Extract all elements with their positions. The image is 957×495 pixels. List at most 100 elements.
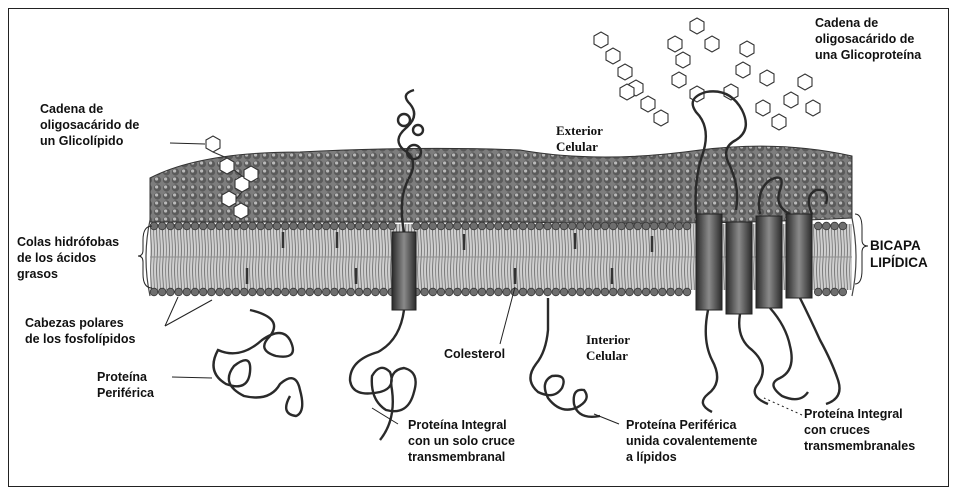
phospholipid-head	[601, 288, 609, 296]
phospholipid-head	[331, 222, 339, 230]
hydrophobic-tails-label: Colas hidrófobas de los ácidos grasos	[17, 234, 119, 282]
phospholipid-head	[281, 288, 289, 296]
phospholipid-head	[347, 288, 355, 296]
phospholipid-head	[355, 288, 363, 296]
phospholipid-head	[240, 222, 248, 230]
phospholipid-head	[290, 288, 298, 296]
phospholipid-head	[429, 222, 437, 230]
phospholipid-head	[839, 222, 847, 230]
phospholipid-head	[577, 288, 585, 296]
exterior-label: Exterior Celular	[556, 123, 603, 155]
phospholipid-head	[224, 222, 232, 230]
phospholipid-head	[339, 222, 347, 230]
phospholipid-head	[183, 288, 191, 296]
single-pass-protein-label: Proteína Integral con un solo cruce tran…	[408, 417, 515, 465]
peripheral-protein	[214, 310, 303, 416]
phospholipid-head	[158, 222, 166, 230]
phospholipid-head	[216, 288, 224, 296]
phospholipid-head	[339, 288, 347, 296]
phospholipid-head	[306, 288, 314, 296]
phospholipid-head	[437, 222, 445, 230]
phospholipid-head	[462, 288, 470, 296]
phospholipid-head	[478, 222, 486, 230]
phospholipid-head	[659, 288, 667, 296]
phospholipid-head	[568, 222, 576, 230]
phospholipid-head	[216, 222, 224, 230]
phospholipid-head	[191, 222, 199, 230]
phospholipid-head	[593, 222, 601, 230]
phospholipid-head	[306, 222, 314, 230]
phospholipid-head	[642, 288, 650, 296]
phospholipid-head	[224, 288, 232, 296]
phospholipid-head	[167, 288, 175, 296]
phospholipid-head	[552, 288, 560, 296]
glycoprotein-oligosaccharide-chains	[594, 18, 820, 130]
phospholipid-head	[839, 288, 847, 296]
phospholipid-head	[626, 222, 634, 230]
phospholipid-head	[347, 222, 355, 230]
phospholipid-head	[363, 222, 371, 230]
phospholipid-head	[437, 288, 445, 296]
phospholipid-head	[331, 288, 339, 296]
phospholipid-head	[445, 288, 453, 296]
phospholipid-head	[298, 288, 306, 296]
phospholipid-head	[249, 222, 257, 230]
interior-label: Interior Celular	[586, 332, 630, 364]
phospholipid-head	[495, 222, 503, 230]
phospholipid-head	[240, 288, 248, 296]
phospholipid-head	[585, 222, 593, 230]
phospholipid-head	[175, 222, 183, 230]
phospholipid-head	[232, 222, 240, 230]
bilayer-label: BICAPA LIPÍDICA	[870, 237, 928, 271]
phospholipid-head	[634, 222, 642, 230]
phospholipid-head	[552, 222, 560, 230]
phospholipid-head	[191, 288, 199, 296]
phospholipid-head	[478, 288, 486, 296]
phospholipid-head	[281, 222, 289, 230]
phospholipid-head	[634, 288, 642, 296]
phospholipid-head	[659, 222, 667, 230]
phospholipid-head	[199, 222, 207, 230]
phospholipid-head	[650, 222, 658, 230]
phospholipid-head	[298, 222, 306, 230]
phospholipid-head	[208, 288, 216, 296]
glycoprotein-chain-label: Cadena de oligosacárido de una Glicoprot…	[815, 15, 921, 63]
phospholipid-head	[175, 288, 183, 296]
phospholipid-head	[527, 222, 535, 230]
phospholipid-head	[380, 288, 388, 296]
phospholipid-head	[454, 288, 462, 296]
outer-leaflet-surface	[150, 146, 852, 223]
phospholipid-head	[831, 222, 839, 230]
phospholipid-head	[560, 288, 568, 296]
phospholipid-head	[421, 288, 429, 296]
phospholipid-head	[322, 288, 330, 296]
phospholipid-head	[536, 288, 544, 296]
phospholipid-head	[486, 222, 494, 230]
phospholipid-head	[372, 222, 380, 230]
phospholipid-head	[814, 288, 822, 296]
phospholipid-head	[823, 288, 831, 296]
phospholipid-head	[363, 288, 371, 296]
phospholipid-head	[265, 288, 273, 296]
phospholipid-head	[208, 222, 216, 230]
cholesterol-label: Colesterol	[444, 346, 505, 362]
phospholipid-head	[544, 222, 552, 230]
phospholipid-head	[150, 288, 158, 296]
phospholipid-head	[560, 222, 568, 230]
phospholipid-head	[413, 222, 421, 230]
phospholipid-head	[232, 288, 240, 296]
phospholipid-head	[257, 222, 265, 230]
phospholipid-head	[667, 222, 675, 230]
glycolipid-chain-label: Cadena de oligosacárido de un Glicolípid…	[40, 101, 139, 149]
phospholipid-head	[667, 288, 675, 296]
polar-heads-label: Cabezas polares de los fosfolípidos	[25, 315, 135, 347]
phospholipid-head	[421, 222, 429, 230]
phospholipid-head	[519, 288, 527, 296]
multi-pass-protein-label: Proteína Integral con cruces transmembra…	[804, 406, 915, 454]
phospholipid-head	[536, 222, 544, 230]
lipid-anchored-protein-label: Proteína Periférica unida covalentemente…	[626, 417, 757, 465]
phospholipid-head	[314, 288, 322, 296]
phospholipid-head	[290, 222, 298, 230]
phospholipid-head	[675, 222, 683, 230]
